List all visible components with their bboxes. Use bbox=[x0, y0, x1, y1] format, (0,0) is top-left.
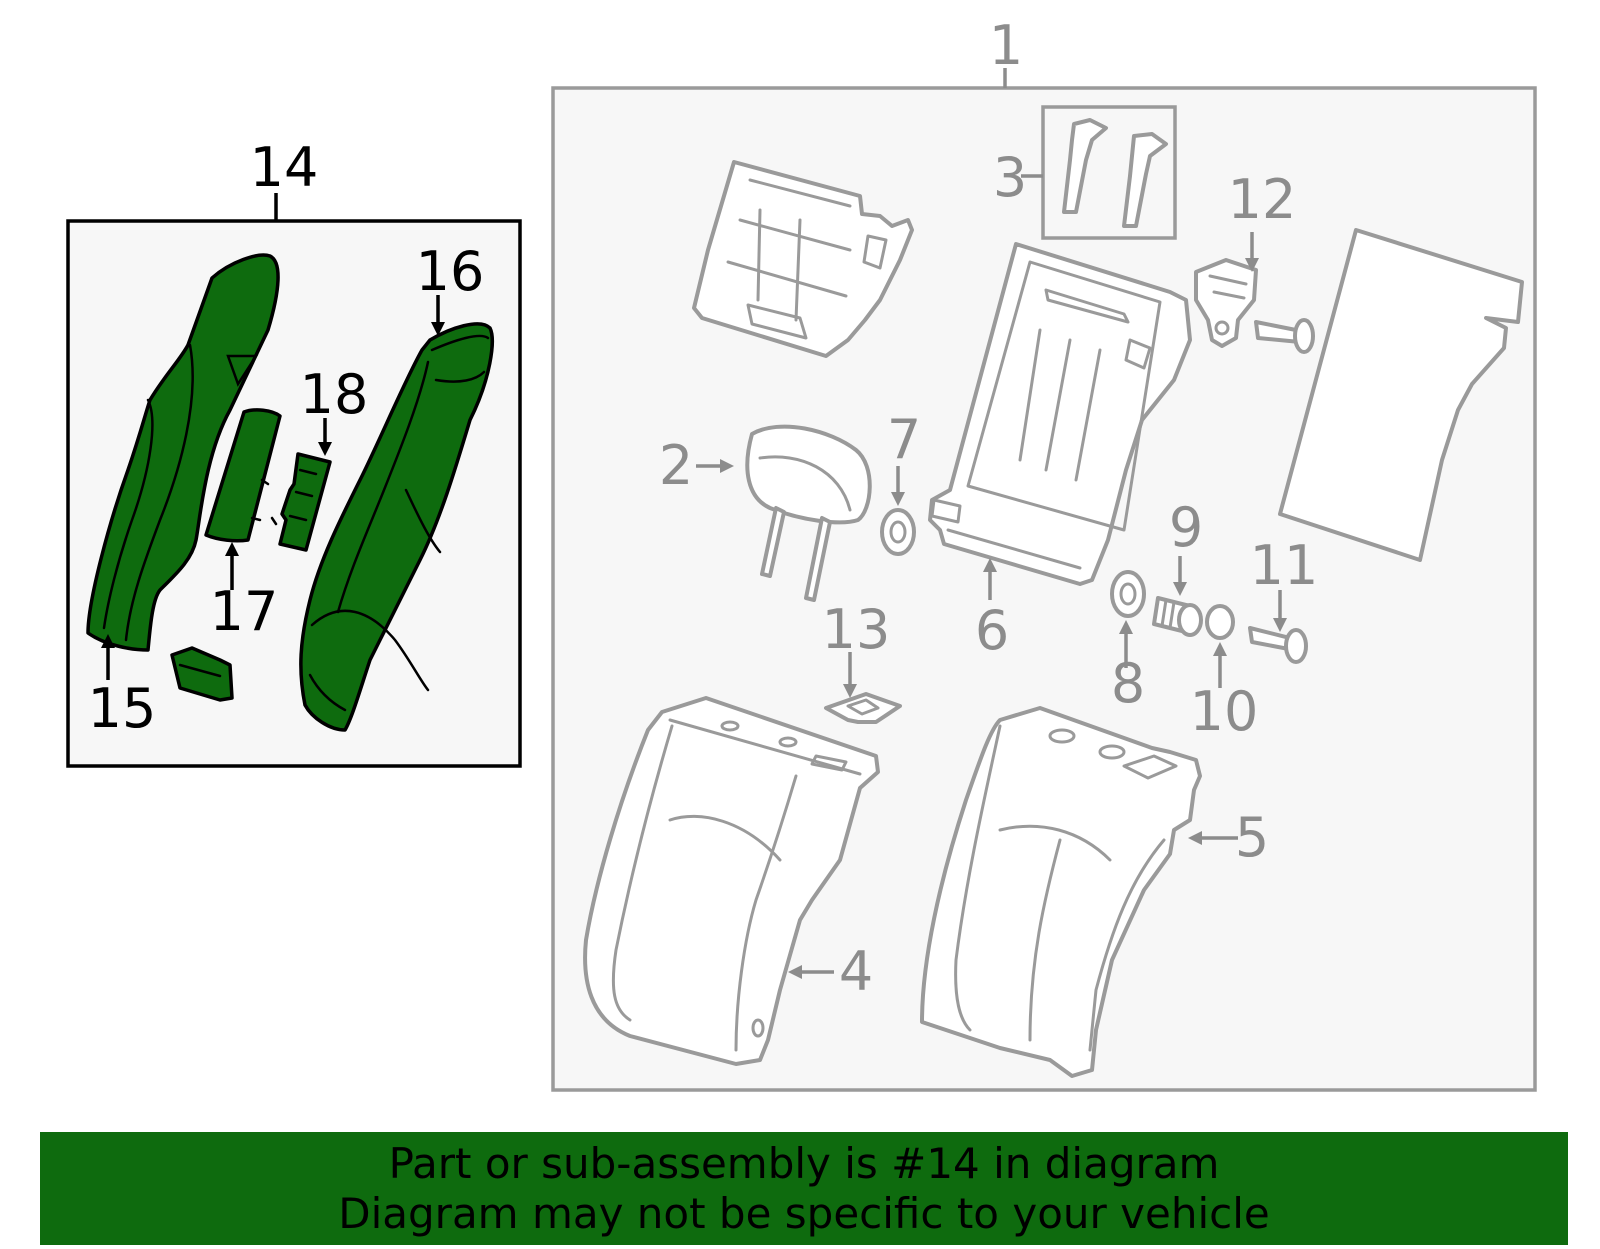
back-frame-part[interactable] bbox=[692, 160, 914, 358]
banner-line-1: Part or sub-assembly is #14 in diagram bbox=[388, 1138, 1220, 1188]
callout-9: 9 bbox=[1169, 496, 1203, 559]
part-7-shape[interactable]: 7 bbox=[880, 408, 921, 556]
callout-10-arrowhead bbox=[1213, 642, 1227, 656]
callout-11-arrowhead bbox=[1273, 618, 1287, 632]
callout-12-arrowhead bbox=[1245, 258, 1259, 272]
callout-15-arrowhead bbox=[101, 634, 115, 648]
part-16-shape[interactable] bbox=[299, 322, 494, 732]
info-banner-bg bbox=[40, 1132, 1568, 1245]
part-8-shape[interactable]: 8 bbox=[1110, 570, 1146, 715]
part-11-shape[interactable]: 11 bbox=[1248, 534, 1319, 664]
callout-12: 12 bbox=[1228, 168, 1297, 231]
callout-16-arrowhead bbox=[431, 322, 445, 336]
part-2-shape[interactable]: 2 bbox=[659, 424, 872, 602]
callout-18: 18 bbox=[300, 363, 369, 426]
callout-6: 6 bbox=[975, 599, 1009, 662]
part-3-group[interactable]: 3 bbox=[993, 105, 1177, 240]
callout-8: 8 bbox=[1111, 652, 1145, 715]
callout-2: 2 bbox=[659, 434, 693, 497]
part-15-shape[interactable] bbox=[86, 253, 280, 652]
assembly-1-group[interactable]: 1 3 12 bbox=[551, 14, 1537, 1092]
callout-4-arrowhead bbox=[788, 965, 802, 979]
callout-17-arrowhead bbox=[225, 542, 239, 556]
callout-18-arrowhead bbox=[318, 442, 332, 456]
part-9-shape[interactable]: 9 bbox=[1152, 496, 1203, 637]
banner-line-2: Diagram may not be specific to your vehi… bbox=[338, 1188, 1270, 1238]
callout-7: 7 bbox=[887, 408, 921, 471]
part-3-box bbox=[1041, 105, 1177, 240]
part-12-shape[interactable]: 12 bbox=[1194, 168, 1297, 348]
callout-6-arrowhead bbox=[983, 558, 997, 572]
callout-8-arrowhead bbox=[1119, 620, 1133, 634]
assembly-14-group[interactable]: 14 15 17 18 bbox=[66, 136, 522, 768]
callout-13-arrowhead bbox=[843, 684, 857, 698]
callout-15: 15 bbox=[88, 677, 157, 740]
part-13-shape[interactable]: 13 bbox=[822, 598, 902, 724]
callout-9-arrowhead bbox=[1173, 582, 1187, 596]
part-10-shape[interactable]: 10 bbox=[1190, 604, 1259, 743]
info-banner: Part or sub-assembly is #14 in diagram D… bbox=[40, 1132, 1568, 1245]
callout-14: 14 bbox=[250, 136, 319, 199]
callout-5: 5 bbox=[1235, 806, 1269, 869]
part-17-shape[interactable] bbox=[204, 408, 282, 543]
callout-16: 16 bbox=[416, 240, 485, 303]
callout-13: 13 bbox=[822, 598, 891, 661]
callout-2-arrowhead bbox=[720, 459, 734, 473]
part-18-shape[interactable] bbox=[278, 452, 332, 552]
callout-5-arrowhead bbox=[1188, 831, 1202, 845]
part-5-shape[interactable]: 5 bbox=[920, 706, 1269, 1078]
callout-4: 4 bbox=[839, 940, 873, 1003]
part-4-shape[interactable]: 4 bbox=[583, 696, 880, 1066]
callout-7-arrowhead bbox=[891, 492, 905, 506]
callout-10: 10 bbox=[1190, 680, 1259, 743]
clip-shape[interactable] bbox=[170, 646, 234, 702]
callout-3: 3 bbox=[993, 146, 1027, 209]
callout-17: 17 bbox=[210, 580, 279, 643]
callout-1: 1 bbox=[989, 14, 1023, 77]
hinge-bolt-part[interactable] bbox=[1254, 318, 1315, 354]
callout-11: 11 bbox=[1250, 534, 1319, 597]
part-6-shape[interactable]: 6 bbox=[928, 242, 1192, 662]
back-panel-part[interactable] bbox=[1278, 228, 1524, 562]
